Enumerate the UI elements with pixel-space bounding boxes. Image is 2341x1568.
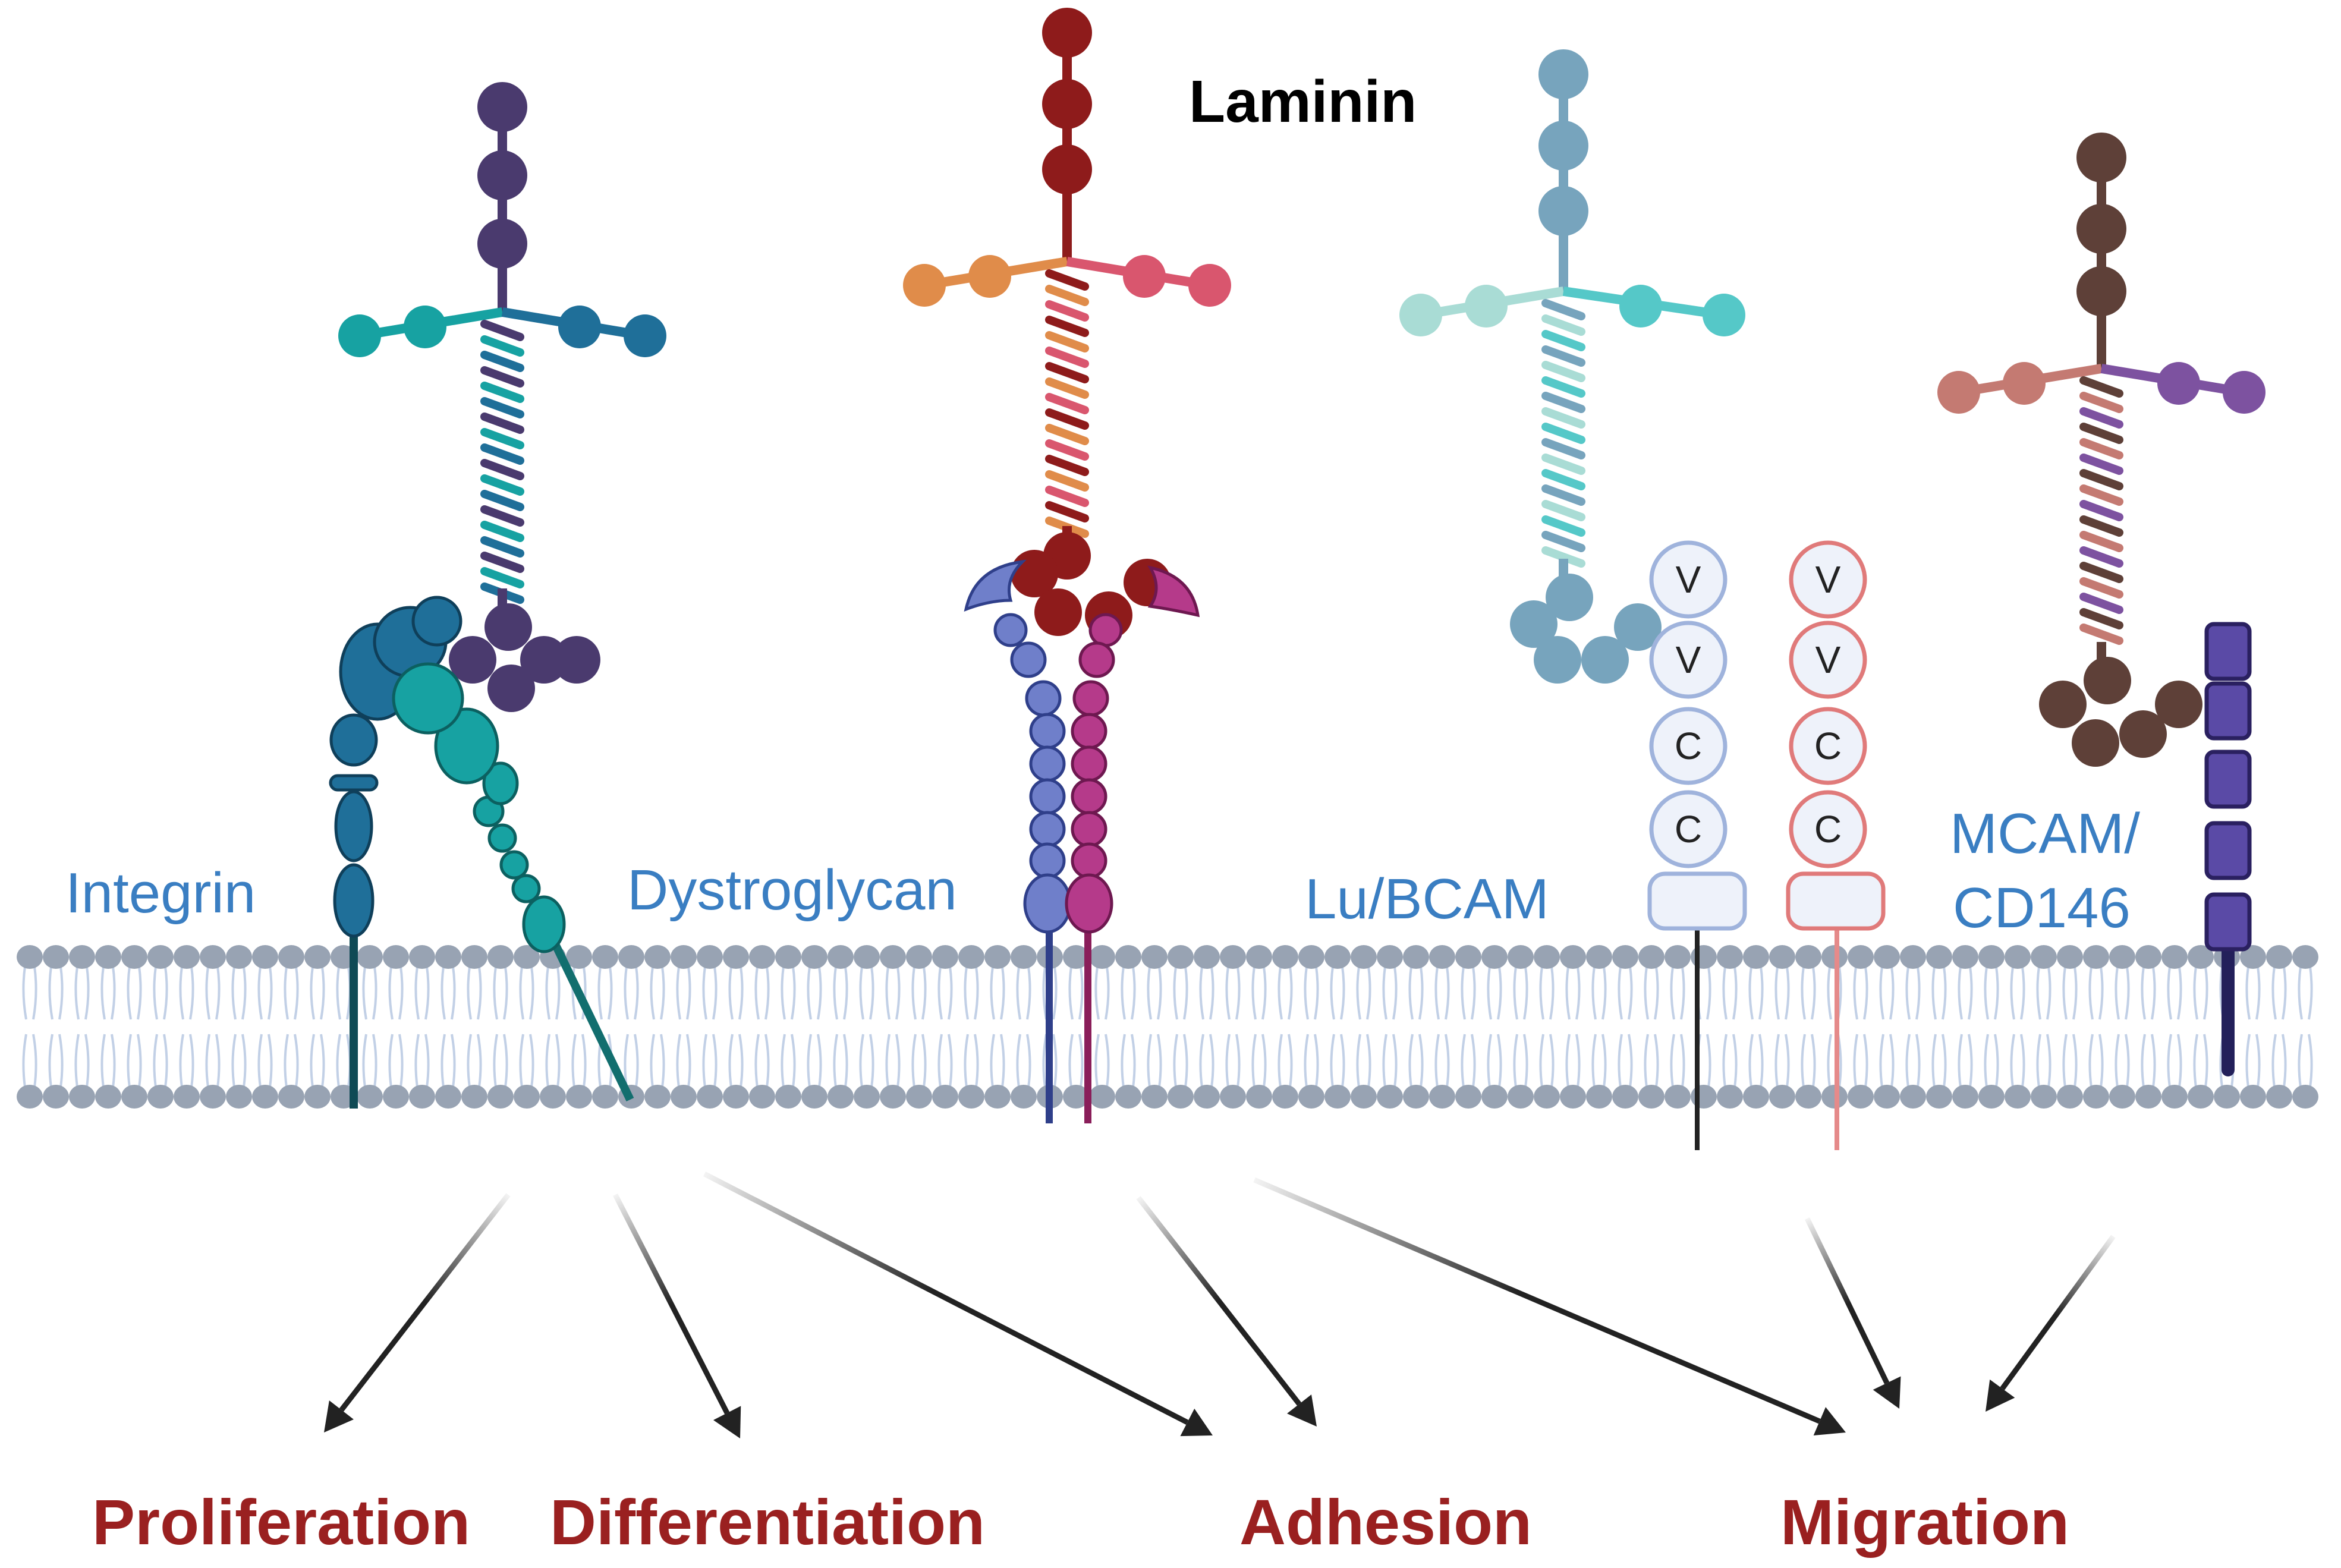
laminin-title: Laminin [1189,68,1417,135]
mcam-cd146-receptor [2204,622,2252,1076]
lu-bcam-ig-domains: VV CC [1649,540,1728,868]
arrow-mcam-migration [1986,1235,2116,1412]
lu-bcam-ig-domain-4 [1649,790,1728,868]
bcam-isoform-ig-domain-4 [1789,790,1867,868]
lu-bcam-ig-label-4: C [1675,808,1702,851]
laminin-1 [338,82,666,712]
outcome-migration: Migration [1780,1486,2069,1558]
arrow-lu-bcam-migration [1804,1217,1901,1409]
arrow-dystroglycan-adhesion [1136,1196,1317,1427]
arrow-dystroglycan-migration [1253,1177,1846,1436]
lu-bcam-ig-domain-1 [1649,540,1728,619]
lu-bcam-label: Lu/BCAM [1305,867,1549,931]
outcome-differentiation: Differentiation [550,1486,985,1558]
bcam-isoform-ig-domain-1 [1789,540,1867,619]
bcam-isoform-ig-label-3: C [1814,725,1842,767]
lu-bcam-receptor: VV CC [1647,540,1747,1150]
mcam-label-line1: MCAM/ [1950,802,2140,865]
bcam-isoform-ig-label-4: C [1814,808,1842,851]
dystroglycan-label: Dystroglycan [627,858,957,922]
signaling-arrows [324,1171,2116,1438]
bcam-isoform-ig-domains: VV CC [1789,540,1867,868]
laminin-2 [903,8,1231,639]
bcam-isoform-ig-domain-3 [1789,707,1867,785]
laminin-4 [1937,133,2266,767]
arrow-integrin-adhesion [703,1171,1213,1437]
dystroglycan-receptor [964,559,1200,1123]
arrow-integrin-differentiation [612,1193,741,1438]
bcam-isoform-ig-domain-2 [1789,621,1867,699]
bcam-isoform-ig-label-2: V [1815,638,1841,681]
lu-bcam-ig-label-1: V [1676,558,1701,601]
integrin-label: Integrin [65,861,256,925]
lu-bcam-ig-domain-3 [1649,707,1728,785]
bcam-isoform-ig-label-1: V [1815,558,1841,601]
laminin-3 [1399,49,1745,684]
arrow-integrin-proliferation [324,1193,511,1432]
mcam-label-line2: CD146 [1953,876,2131,940]
outcome-adhesion: Adhesion [1239,1486,1532,1558]
integrin-receptor [329,596,634,1109]
cell-membrane [17,945,2318,1109]
bcam-isoform-receptor: VV CC [1786,540,1886,1150]
lu-bcam-ig-label-3: C [1675,725,1702,767]
lu-bcam-ig-label-2: V [1676,638,1701,681]
outcome-proliferation: Proliferation [92,1486,470,1558]
lu-bcam-ig-domain-2 [1649,621,1728,699]
